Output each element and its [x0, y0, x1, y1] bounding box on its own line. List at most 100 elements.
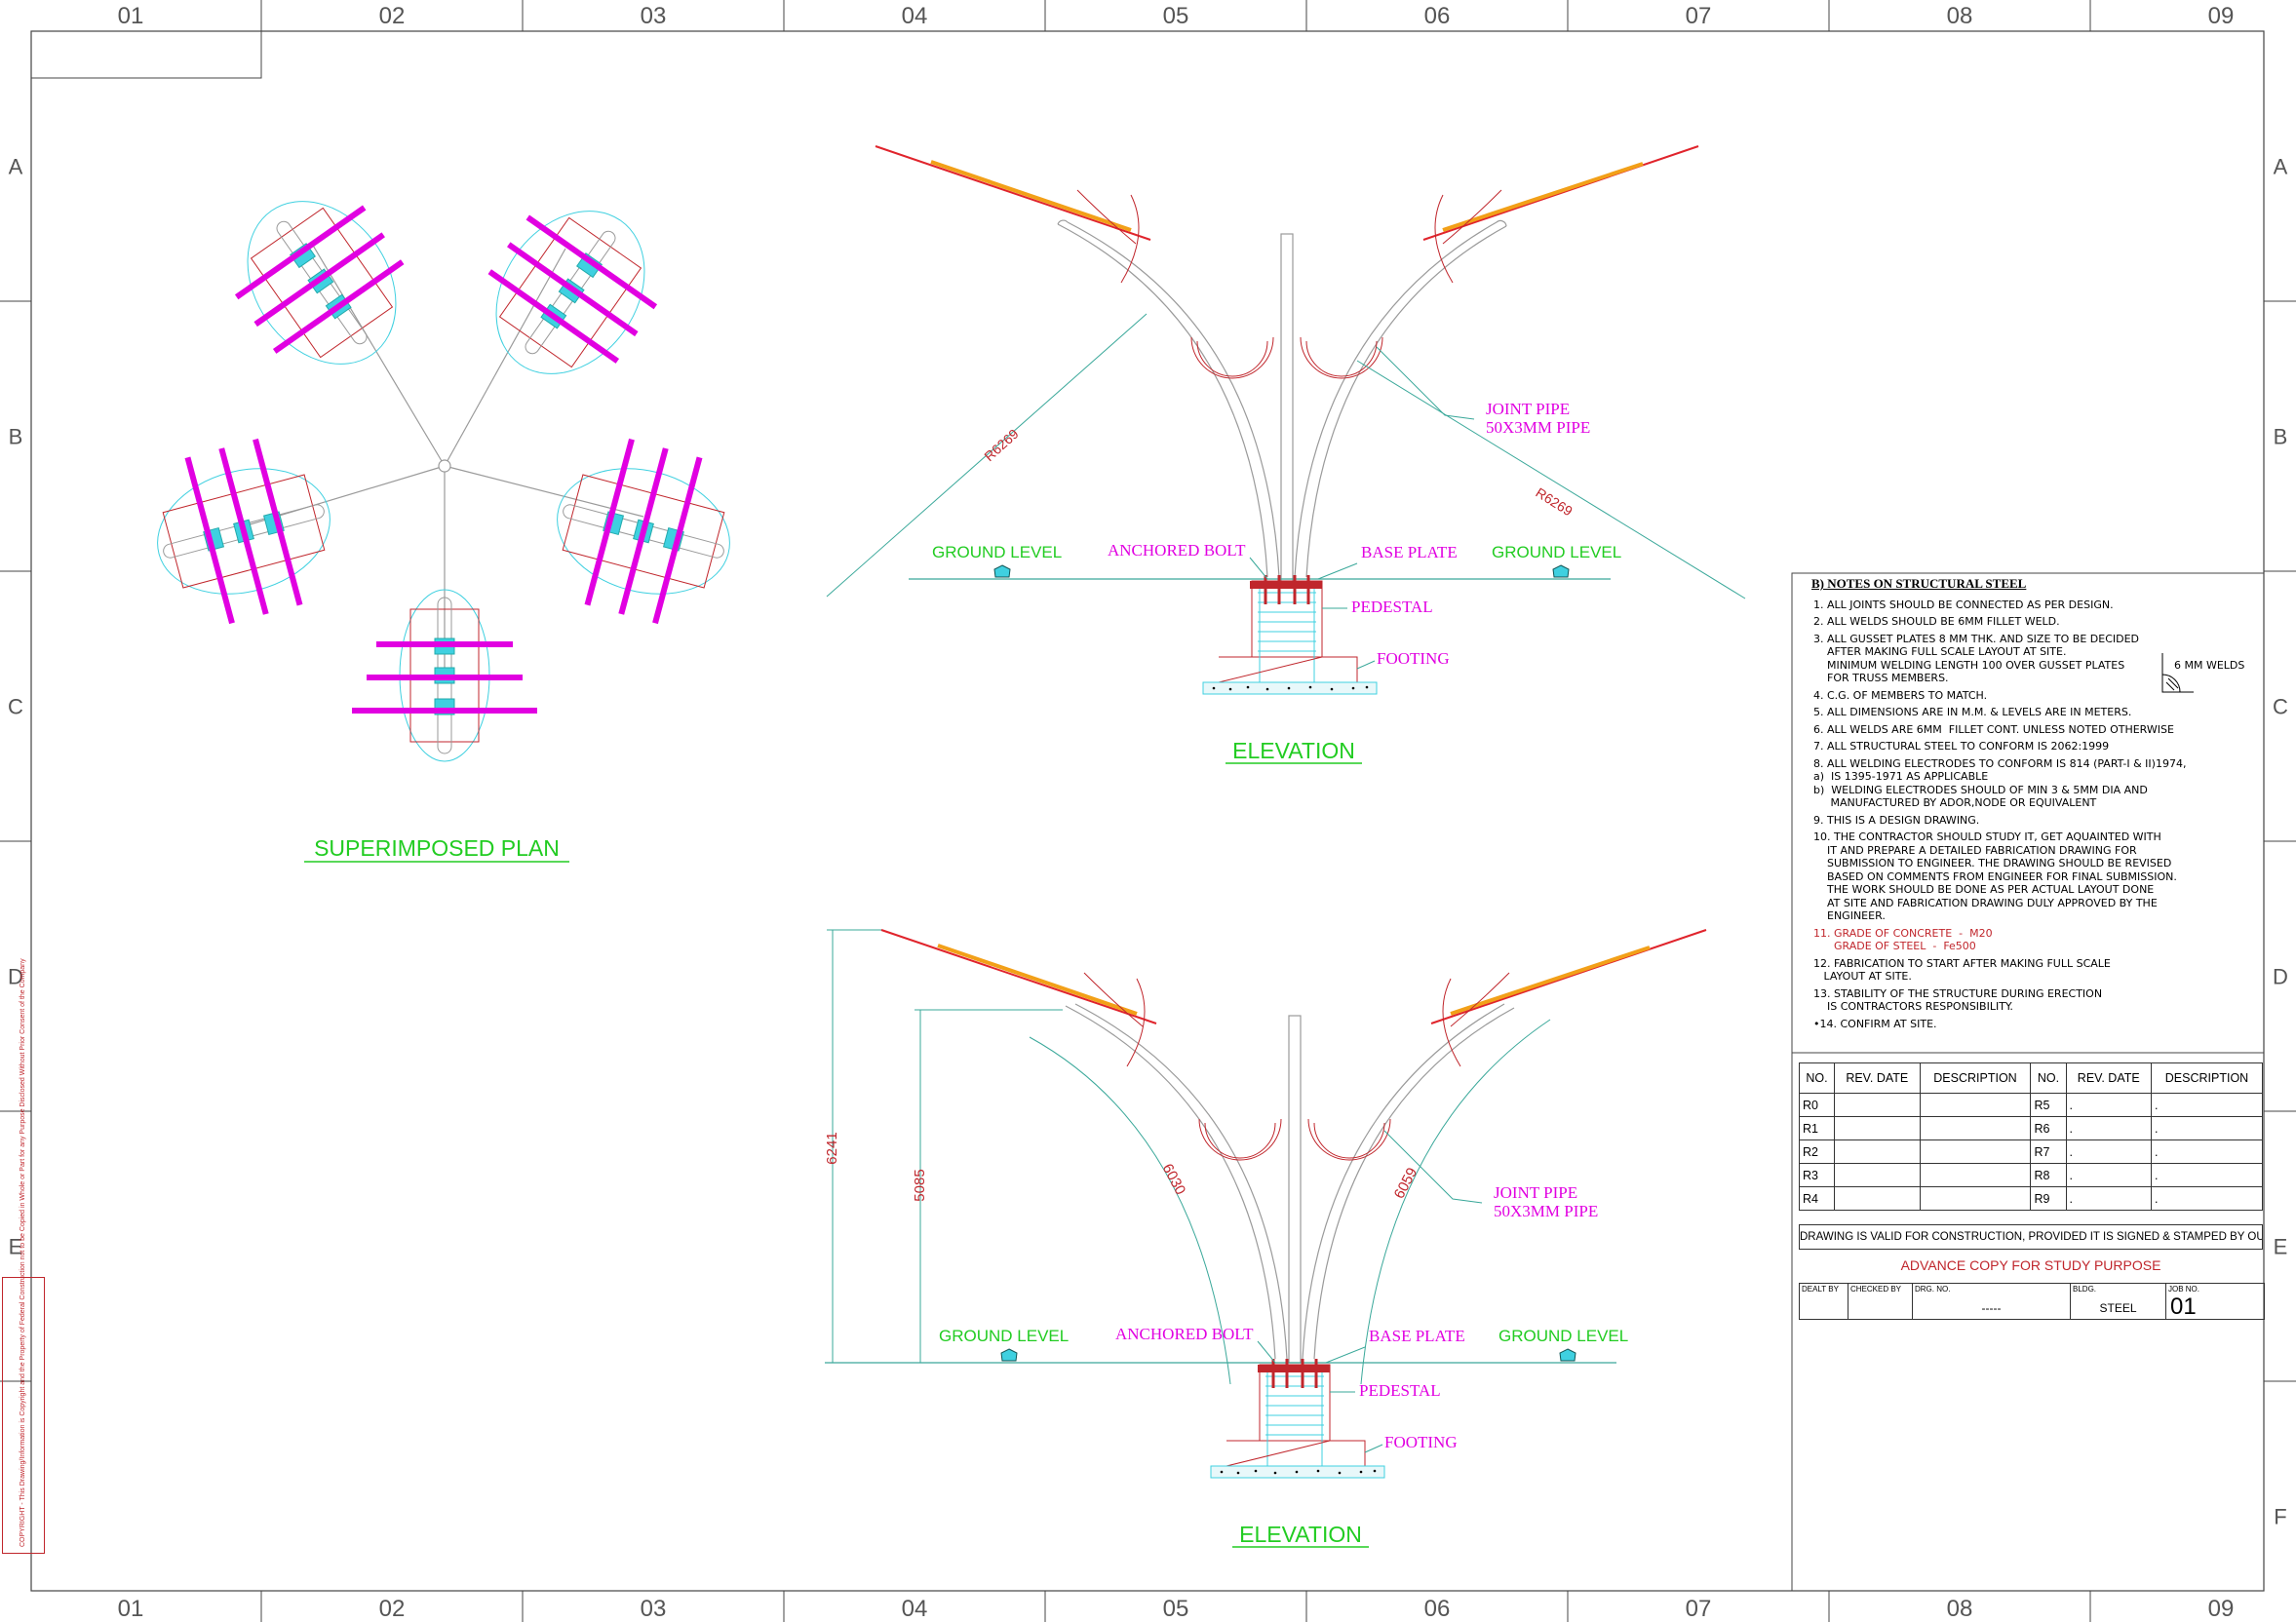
footing-label: FOOTING [1384, 1433, 1458, 1451]
column-marker-top: 02 [379, 3, 406, 29]
revision-cell [1834, 1186, 1921, 1211]
column-marker-top: 07 [1686, 3, 1712, 29]
revision-cell: R5 [2030, 1093, 2067, 1117]
dealt-by-cell: DEALT BY [1800, 1284, 1848, 1319]
revision-cell: . [2150, 1139, 2264, 1164]
weld-size-label: 6 MM WELDS [2174, 659, 2245, 672]
structural-notes: B) NOTES ON STRUCTURAL STEEL 1. ALL JOIN… [1794, 575, 2260, 1034]
copyright-notice: COPYRIGHT - This Drawing/Information is … [2, 958, 45, 1554]
column-marker-top: 05 [1163, 3, 1189, 29]
note-item: 7. ALL STRUCTURAL STEEL TO CONFORM IS 20… [1813, 740, 2110, 753]
dim-radius-right: R6269 [1533, 484, 1576, 520]
revision-cell: . [2150, 1163, 2264, 1187]
revision-cell: R2 [1798, 1139, 1836, 1164]
row-marker-right: A [2274, 155, 2288, 179]
joint-pipe-label: JOINT PIPE [1494, 1183, 1577, 1202]
column-marker-top: 03 [641, 3, 667, 29]
ground-level-left-label: GROUND LEVEL [939, 1327, 1069, 1345]
validity-statement: DRAWING IS VALID FOR CONSTRUCTION, PROVI… [1799, 1224, 2263, 1250]
note-item-grades: 11. GRADE OF CONCRETE - M20 GRADE OF STE… [1813, 926, 1993, 953]
note-item: •14. CONFIRM AT SITE. [1813, 1017, 1937, 1030]
ground-level-right-label: GROUND LEVEL [1498, 1327, 1628, 1345]
column-marker-top: 04 [902, 3, 928, 29]
corner-box [30, 30, 262, 79]
row-marker-right: B [2274, 425, 2288, 449]
revision-cell [1834, 1116, 1921, 1140]
anchored-bolt-label: ANCHORED BOLT [1108, 541, 1246, 560]
revision-table: NO. REV. DATE DESCRIPTION NO. REV. DATE … [1798, 1062, 2264, 1211]
revision-cell [1919, 1093, 2032, 1117]
col-no: NO. [2030, 1062, 2067, 1094]
column-marker-top: 09 [2208, 3, 2235, 29]
revision-cell: R7 [2030, 1139, 2067, 1164]
checked-by-cell: CHECKED BY [1848, 1284, 1913, 1319]
column-marker-top: 06 [1424, 3, 1451, 29]
column-marker-bottom: 09 [2208, 1596, 2235, 1622]
ground-level-left-label: GROUND LEVEL [932, 543, 1062, 561]
column-marker-top: 08 [1947, 3, 1973, 29]
revision-cell [1834, 1163, 1921, 1187]
revision-cell: R3 [1798, 1163, 1836, 1187]
building-cell: BLDG.STEEL [2071, 1284, 2166, 1319]
revision-cell: . [2065, 1093, 2152, 1117]
revision-cell: R9 [2030, 1186, 2067, 1211]
revision-cell [1919, 1186, 2032, 1211]
revision-cell [1919, 1116, 2032, 1140]
pedestal-label: PEDESTAL [1359, 1381, 1441, 1400]
row-marker-left: B [9, 425, 23, 449]
note-item: 10. THE CONTRACTOR SHOULD STUDY IT, GET … [1813, 830, 2177, 922]
column-marker-bottom: 05 [1163, 1596, 1189, 1622]
note-item: 6. ALL WELDS ARE 6MM FILLET CONT. UNLESS… [1813, 722, 2174, 736]
col-rev-date: REV. DATE [1834, 1062, 1921, 1094]
drawing-number-cell: DRG. NO.----- [1913, 1284, 2071, 1319]
advance-copy-notice: ADVANCE COPY FOR STUDY PURPOSE [1900, 1257, 2161, 1273]
base-plate-label: BASE PLATE [1369, 1327, 1465, 1345]
revision-cell: R6 [2030, 1116, 2067, 1140]
col-description: DESCRIPTION [1919, 1062, 2032, 1094]
col-rev-date: REV. DATE [2065, 1062, 2152, 1094]
revision-cell [1834, 1093, 1921, 1117]
superimposed-plan: SUPERIMPOSED PLAN [157, 201, 730, 863]
joint-pipe-size-label: 50X3MM PIPE [1486, 418, 1590, 437]
plan-title: SUPERIMPOSED PLAN [314, 835, 560, 861]
revision-cell: R1 [1798, 1116, 1836, 1140]
dim-radius-left: R6269 [981, 426, 1022, 465]
job-number: 01 [2170, 1294, 2197, 1320]
row-marker-right: F [2274, 1505, 2286, 1529]
dim-height-outer: 6241 [824, 1132, 840, 1164]
column-marker-bottom: 03 [641, 1596, 667, 1622]
column-marker-bottom: 02 [379, 1596, 406, 1622]
footing-label: FOOTING [1377, 649, 1450, 668]
revision-cell: . [2150, 1116, 2264, 1140]
joint-pipe-label: JOINT PIPE [1486, 400, 1570, 418]
note-item: 3. ALL GUSSET PLATES 8 MM THK. AND SIZE … [1813, 632, 2140, 685]
base-plate-label: BASE PLATE [1361, 543, 1458, 561]
revision-cell [1919, 1139, 2032, 1164]
col-description: DESCRIPTION [2150, 1062, 2264, 1094]
note-item: 13. STABILITY OF THE STRUCTURE DURING ER… [1813, 986, 2103, 1014]
row-marker-left: A [9, 155, 23, 179]
pedestal-label: PEDESTAL [1351, 598, 1433, 616]
dim-arc-right: 6059 [1391, 1165, 1421, 1201]
note-item: 8. ALL WELDING ELECTRODES TO CONFORM IS … [1813, 756, 2187, 810]
row-marker-right: E [2274, 1235, 2288, 1259]
revision-cell: . [2065, 1186, 2152, 1211]
job-number-cell: JOB NO.01 [2166, 1284, 2264, 1320]
row-marker-left: D [8, 965, 23, 989]
column-marker-bottom: 01 [118, 1596, 144, 1622]
column-marker-bottom: 07 [1686, 1596, 1712, 1622]
revision-cell: . [2065, 1116, 2152, 1140]
notes-heading: B) NOTES ON STRUCTURAL STEEL [1811, 576, 2027, 591]
elevation-top: R6269 R6269 [826, 145, 1746, 764]
title-block: DEALT BY CHECKED BY DRG. NO.----- BLDG.S… [1799, 1283, 2265, 1320]
dim-height-inner: 5085 [912, 1169, 928, 1201]
column-marker-bottom: 08 [1947, 1596, 1973, 1622]
column-marker-top: 01 [118, 3, 144, 29]
copyright-text: COPYRIGHT - This Drawing/Information is … [19, 958, 26, 1547]
